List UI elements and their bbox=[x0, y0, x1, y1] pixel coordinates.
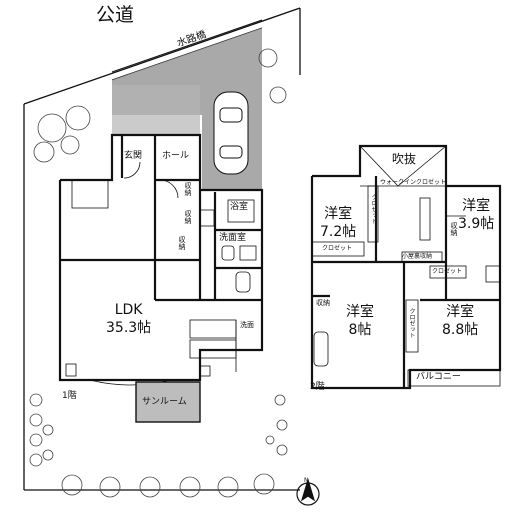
sunroom-label: サンルーム bbox=[142, 397, 187, 407]
storage-2b-label: 収納 bbox=[316, 299, 330, 307]
room3-size: 8帖 bbox=[348, 321, 372, 338]
balcony-label: バルコニー bbox=[416, 372, 461, 382]
walkin-label: ウォークインクロゼット bbox=[380, 179, 447, 186]
car-icon bbox=[213, 91, 249, 175]
closet-h1-label: クロゼット bbox=[322, 245, 353, 252]
room2-name: 洋室 bbox=[462, 198, 491, 214]
room1-label: 洋室 7.2帖 bbox=[320, 206, 356, 241]
room1-size: 7.2帖 bbox=[320, 223, 357, 240]
loft-storage-label: 小屋裏収納 bbox=[402, 253, 433, 260]
floor1-walls bbox=[58, 133, 264, 382]
garden-trees bbox=[29, 48, 288, 498]
floor2-thin-lines bbox=[311, 145, 501, 387]
north-arrow-icon bbox=[296, 477, 320, 506]
room3-label: 洋室 8帖 bbox=[346, 304, 374, 339]
floor2-caption: 2階 bbox=[310, 382, 325, 392]
closet-h2-label: クロゼット bbox=[432, 268, 463, 275]
room4-size: 8.8帖 bbox=[442, 321, 479, 338]
bath-label: 浴室 bbox=[230, 202, 249, 212]
room4-name: 洋室 bbox=[446, 304, 475, 320]
storage-b-label: 収納 bbox=[184, 210, 192, 224]
ldk-label: LDK 35.3帖 bbox=[106, 302, 151, 337]
floor2-walls bbox=[310, 144, 502, 390]
north-label: N bbox=[304, 477, 309, 484]
entrance-label: 玄関 bbox=[124, 151, 143, 161]
laundry-label: 洗面 bbox=[240, 321, 254, 329]
room3-name: 洋室 bbox=[346, 304, 374, 320]
room1-name: 洋室 bbox=[324, 206, 353, 222]
storage-a-label: 収納 bbox=[184, 182, 192, 196]
hall-label: ホール bbox=[162, 151, 190, 161]
ldk-name: LDK bbox=[114, 302, 143, 318]
room2-label: 洋室 3.9帖 bbox=[458, 198, 494, 233]
room2-size: 3.9帖 bbox=[458, 215, 495, 232]
storage-c-label: 収納 bbox=[178, 236, 186, 250]
floor1-thin-lines bbox=[65, 161, 257, 386]
washroom-label: 洗面室 bbox=[219, 233, 247, 243]
floor1-caption: 1階 bbox=[62, 391, 77, 401]
void-label: 吹抜 bbox=[392, 152, 417, 166]
ldk-size: 35.3帖 bbox=[106, 319, 152, 336]
room4-label: 洋室 8.8帖 bbox=[442, 304, 478, 339]
property-boundary bbox=[23, 7, 301, 491]
approach-area bbox=[112, 85, 200, 135]
storage-2a-label: 収納 bbox=[450, 222, 458, 236]
road-label: 公道 bbox=[96, 4, 135, 26]
sunroom-shade bbox=[135, 381, 201, 423]
closet-v1-label: クロゼット bbox=[370, 194, 377, 224]
closet-v2-label: クロゼット bbox=[408, 308, 415, 338]
